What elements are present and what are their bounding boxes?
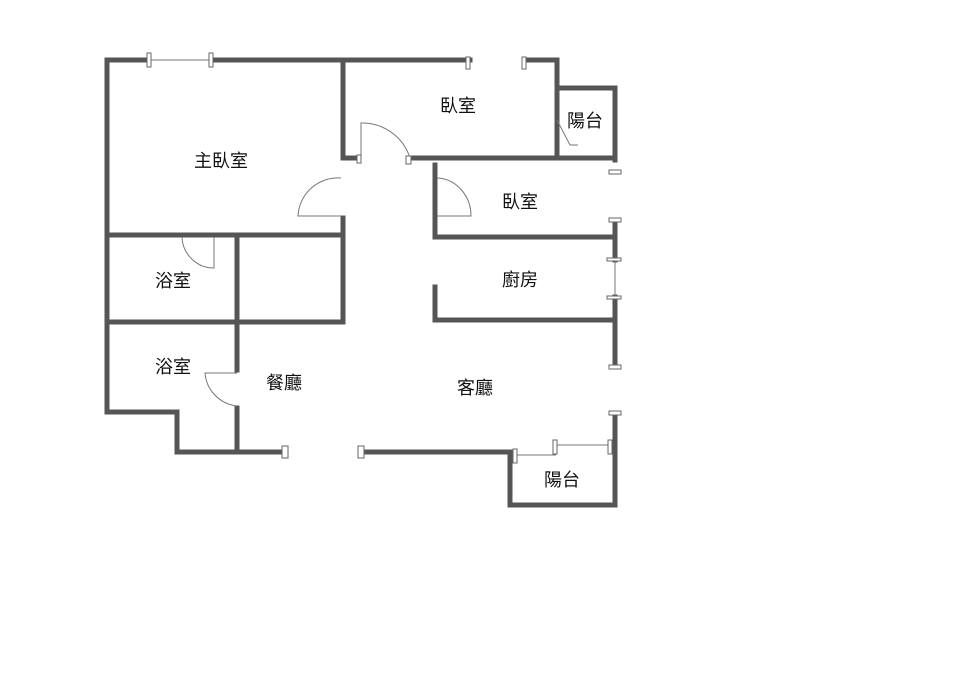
- room-labels: 主臥室 臥室 陽台 臥室 浴室 廚房 浴室 餐廳 客廳 陽台: [155, 96, 603, 491]
- label-master-bedroom: 主臥室: [194, 151, 248, 172]
- label-bathroom-2: 浴室: [155, 357, 191, 378]
- label-bathroom-1: 浴室: [155, 271, 191, 292]
- label-kitchen: 廚房: [502, 269, 538, 291]
- label-bedroom-1: 臥室: [440, 96, 476, 117]
- walls: [104, 57, 618, 508]
- label-living-room: 客廳: [457, 378, 493, 399]
- label-bedroom-2: 臥室: [502, 192, 538, 213]
- windows-and-doors: [146, 52, 622, 464]
- label-balcony-2: 陽台: [544, 470, 580, 491]
- label-dining-room: 餐廳: [266, 373, 302, 394]
- label-balcony-1: 陽台: [567, 111, 603, 132]
